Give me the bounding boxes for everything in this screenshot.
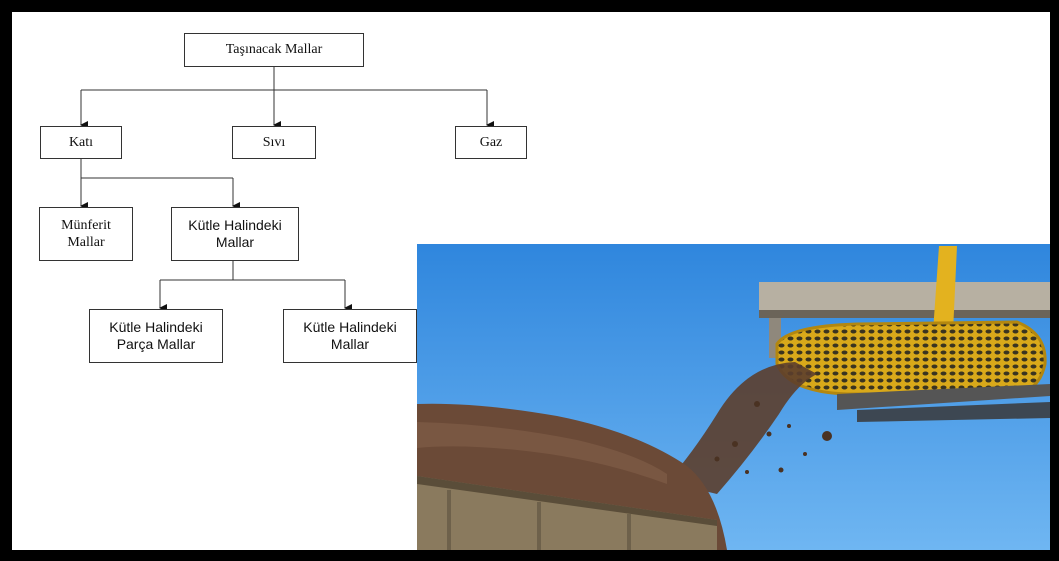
yellow-post (933, 246, 957, 332)
screen-drum (775, 320, 1047, 396)
node-kutle-halindeki-parca-mallar: Kütle Halindeki Parça Mallar (89, 309, 223, 363)
node-kutle-halindeki-mallar: Kütle Halindeki Mallar (171, 207, 299, 261)
node-kutle-halindeki-mallar-2: Kütle Halindeki Mallar (283, 309, 417, 363)
falling-material (667, 362, 817, 494)
node-tasinacak-mallar: Taşınacak Mallar (184, 33, 364, 67)
conveyor-belt (837, 384, 1050, 410)
diagram-connectors (80, 66, 494, 312)
node-gaz: Gaz (455, 126, 527, 159)
node-sivi: Sıvı (232, 126, 316, 159)
photo-conveyor-bulk-material (417, 244, 1050, 550)
node-munferit-mallar: Münferit Mallar (39, 207, 133, 261)
node-kati: Katı (40, 126, 122, 159)
slide-frame: Taşınacak Mallar Katı Sıvı Gaz Münferit … (12, 12, 1050, 550)
wooden-beam (759, 282, 1050, 312)
